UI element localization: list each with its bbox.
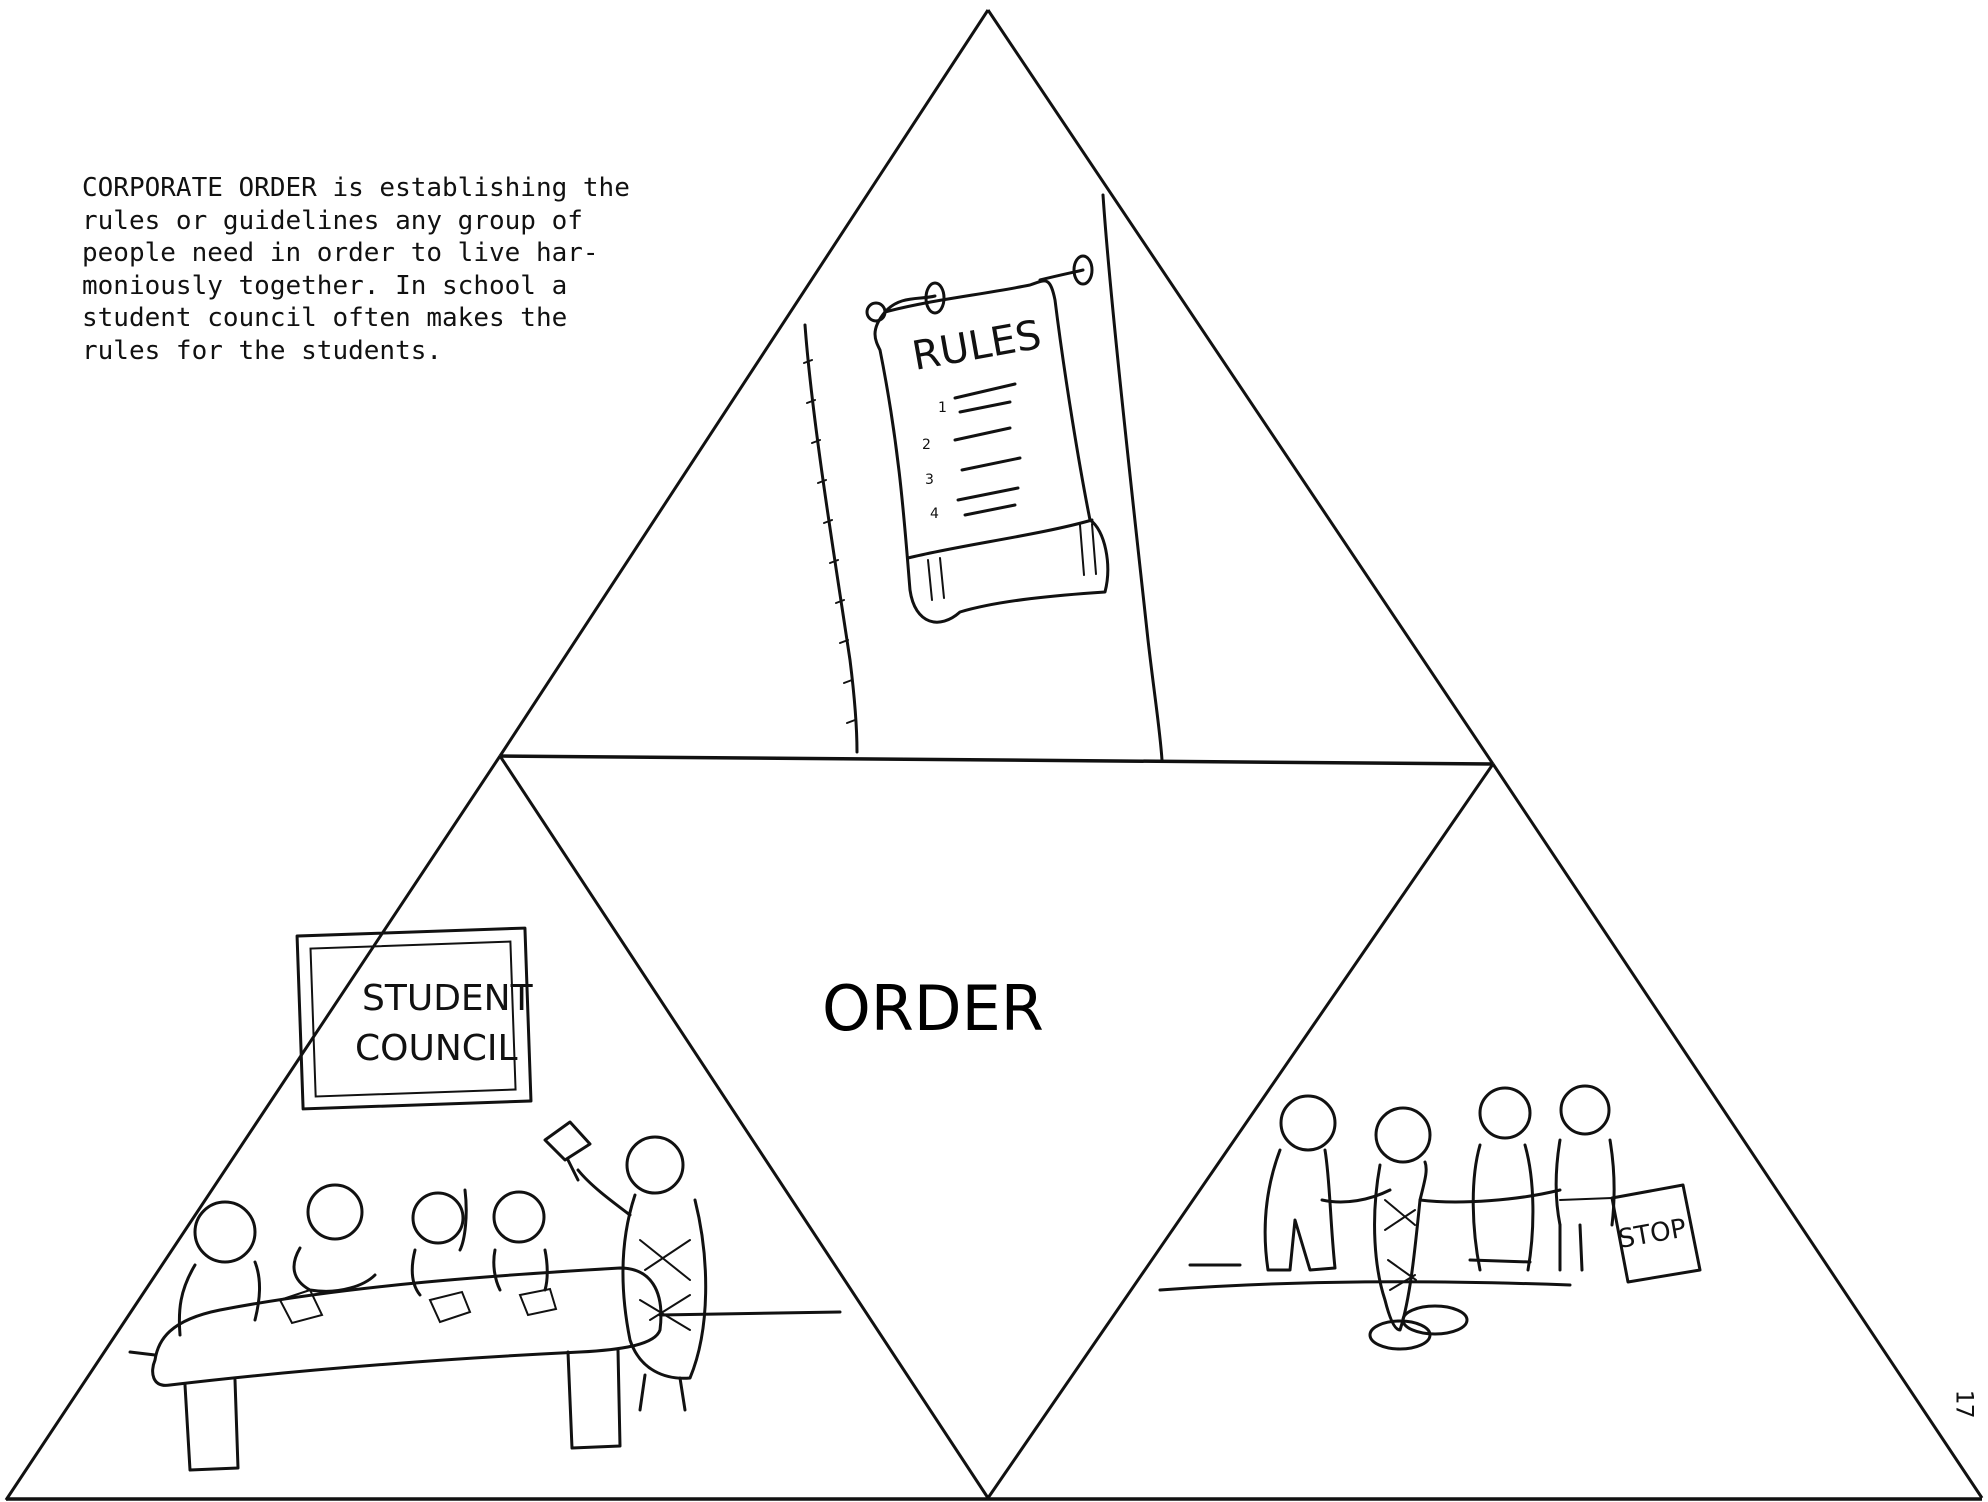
rules-heading: RULES	[909, 312, 1045, 380]
rule-number-4: 4	[930, 506, 939, 522]
rule-number-3: 3	[925, 472, 934, 488]
page-number: 17	[1950, 1389, 1979, 1419]
triangle-outlines	[4, 9, 1984, 1501]
center-label: ORDER	[822, 972, 1044, 1045]
rule-number-1: 1	[938, 400, 947, 416]
student-council-illustration: STUDENT COUNCIL	[128, 926, 842, 1472]
council-sign-line-1: STUDENT	[362, 978, 534, 1019]
rule-number-2: 2	[922, 437, 931, 453]
intro-paragraph: CORPORATE ORDER is establishing the rule…	[82, 173, 630, 366]
rules-illustration: RULES 1 2 3 4	[803, 193, 1164, 762]
council-sign-line-2: COUNCIL	[355, 1028, 518, 1069]
stop-sign-text: STOP	[1616, 1213, 1689, 1254]
stop-sign-illustration: STOP	[1158, 1084, 1702, 1351]
